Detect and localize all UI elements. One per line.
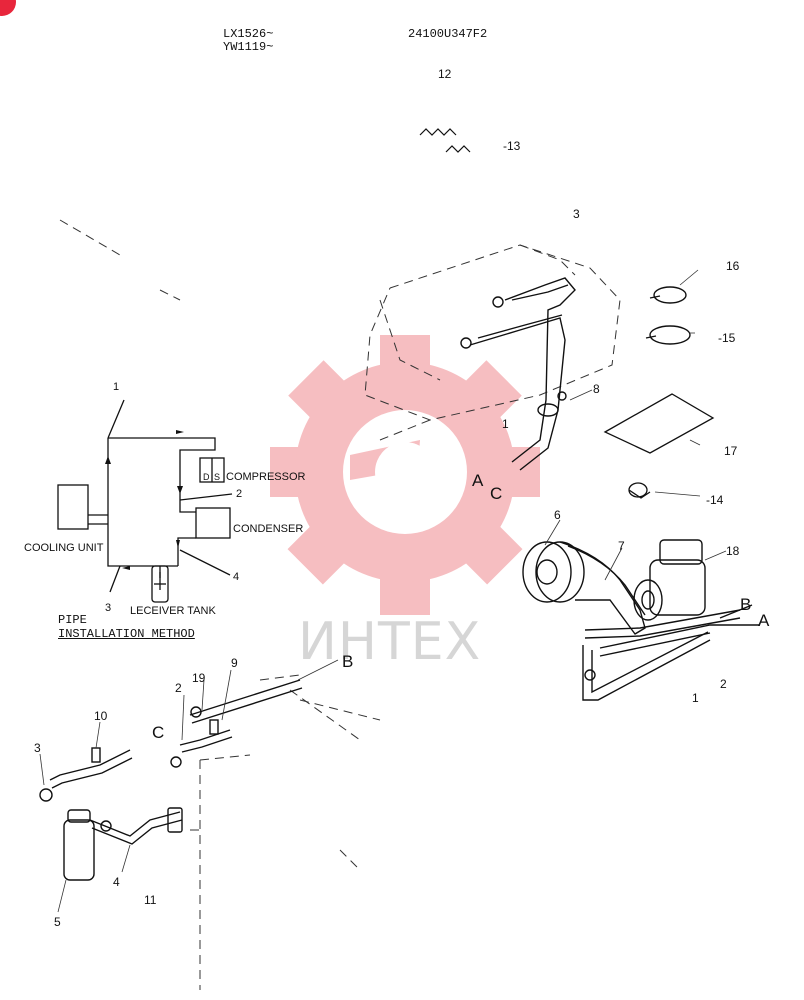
pipe-schematic bbox=[57, 399, 233, 603]
clips-12-13 bbox=[419, 128, 471, 153]
flow-arrows bbox=[105, 430, 184, 570]
leader-lines bbox=[39, 269, 727, 913]
callout-14: -14 bbox=[706, 493, 724, 507]
hose-bands bbox=[645, 286, 691, 345]
schematic-title-2: INSTALLATION METHOD bbox=[58, 627, 195, 641]
label-cooling-unit: COOLING UNIT bbox=[24, 542, 104, 554]
connector-b-left: B bbox=[342, 652, 354, 671]
upper-hoses bbox=[460, 277, 576, 471]
callout-13: -13 bbox=[503, 139, 521, 153]
schematic-callout-2: 2 bbox=[236, 488, 243, 500]
cap-14 bbox=[628, 482, 651, 499]
model-range-2: YW1119~ bbox=[223, 40, 274, 54]
sheet-17 bbox=[603, 393, 715, 454]
callout-7: 7 bbox=[618, 539, 625, 553]
callout-6: 6 bbox=[554, 508, 561, 522]
connector-b-right: B bbox=[740, 595, 752, 614]
watermark-gear-logo bbox=[270, 335, 540, 615]
connector-c-left: C bbox=[152, 723, 165, 742]
callout-2-left: 2 bbox=[175, 681, 182, 695]
pulley-belt-compressor bbox=[522, 539, 706, 635]
callout-3-left: 3 bbox=[34, 741, 41, 755]
callout-8: 8 bbox=[593, 382, 600, 396]
callout-15: -15 bbox=[718, 331, 736, 345]
connector-a-right: A bbox=[758, 611, 770, 630]
right-pipes bbox=[582, 604, 760, 701]
schematic-callout-3: 3 bbox=[105, 602, 112, 614]
connector-c-top: C bbox=[490, 484, 503, 503]
callout-1-top: 1 bbox=[502, 417, 509, 431]
callout-19: 19 bbox=[192, 671, 206, 685]
watermark-text: ИНТЕХ bbox=[298, 612, 482, 672]
callout-17: 17 bbox=[724, 444, 738, 458]
callout-12: 12 bbox=[438, 67, 452, 81]
schematic-callout-4: 4 bbox=[233, 571, 240, 583]
receiver-tank-assembly bbox=[63, 807, 183, 881]
lower-pipes bbox=[39, 679, 303, 802]
callout-18: 18 bbox=[726, 544, 740, 558]
connector-a-top: A bbox=[472, 471, 484, 490]
frame-outline bbox=[59, 219, 381, 990]
callout-1-right: 1 bbox=[692, 691, 699, 705]
callout-5: 5 bbox=[54, 915, 61, 929]
callout-4: 4 bbox=[113, 875, 120, 889]
label-port-s: S bbox=[214, 472, 221, 482]
label-receiver-tank: LECEIVER TANK bbox=[130, 605, 216, 617]
part-code: 24100U347F2 bbox=[408, 27, 488, 41]
label-compressor: COMPRESSOR bbox=[226, 471, 306, 483]
model-range-1: LX1526~ bbox=[223, 27, 274, 41]
schematic-callout-1: 1 bbox=[113, 381, 120, 393]
callout-16: 16 bbox=[726, 259, 740, 273]
callout-9: 9 bbox=[231, 656, 238, 670]
callout-3-top: 3 bbox=[573, 207, 580, 221]
label-port-d: D bbox=[203, 472, 210, 482]
schematic-title-1: PIPE bbox=[58, 613, 87, 627]
callout-10: 10 bbox=[94, 709, 108, 723]
engine-outline bbox=[364, 244, 621, 441]
callout-2-right: 2 bbox=[720, 677, 727, 691]
label-condenser: CONDENSER bbox=[233, 523, 304, 535]
callout-11: 11 bbox=[144, 893, 157, 907]
